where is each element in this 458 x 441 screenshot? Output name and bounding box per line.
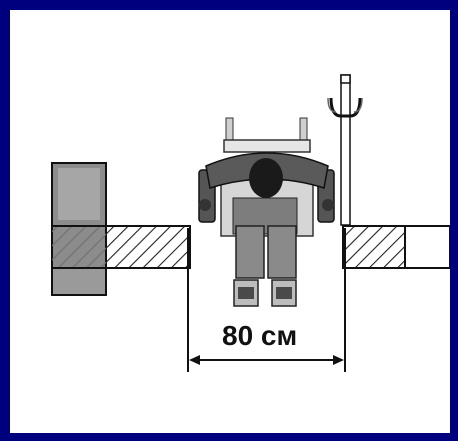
- grab-rail: [327, 74, 363, 226]
- dimension-line: [189, 355, 344, 365]
- right-wall: [342, 225, 450, 269]
- diagram-panel: 80 см: [10, 10, 450, 433]
- doorway-diagram: 80 см: [51, 74, 450, 372]
- dimension-label: 80 см: [222, 320, 297, 351]
- wheelchair-user: [198, 117, 335, 307]
- left-wall: [51, 225, 191, 269]
- dimension-extension-lines: [187, 228, 346, 372]
